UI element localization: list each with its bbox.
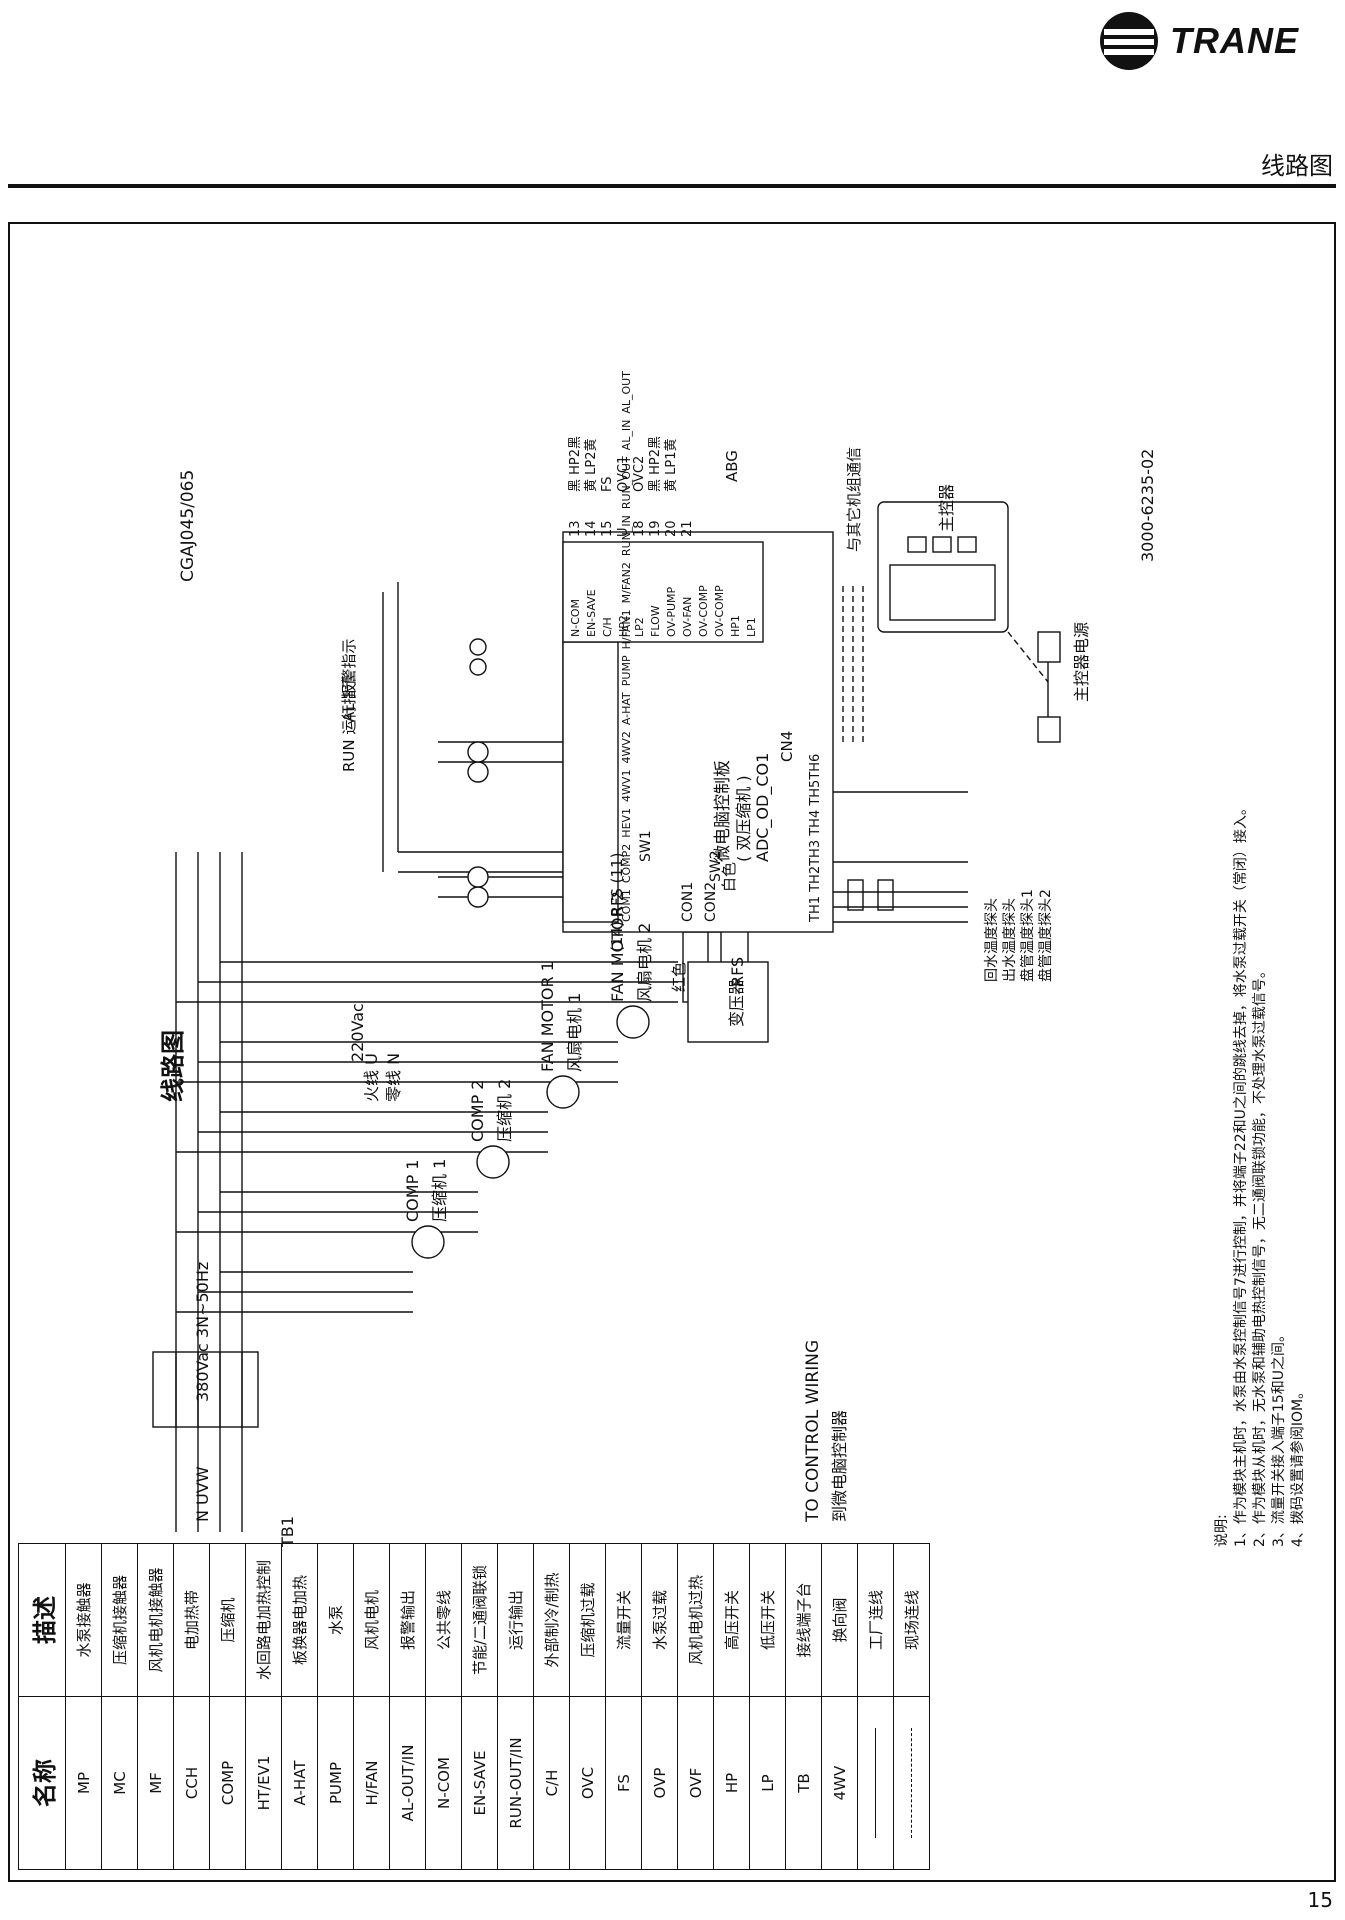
right-terminal-label: OV-COMP bbox=[697, 585, 710, 637]
sw2-label: SW2 bbox=[708, 850, 724, 882]
diagram-frame bbox=[8, 222, 1336, 1882]
comm-label: 与其它机组通信 bbox=[845, 446, 863, 552]
con1-label: CON1 bbox=[680, 881, 696, 922]
sensor-label: 出水温度探头 bbox=[1002, 898, 1018, 982]
board-terminal-label: A-HAT bbox=[620, 692, 633, 726]
trane-logo-icon bbox=[1100, 12, 1158, 70]
terminal-number: U bbox=[616, 527, 631, 537]
controller-label: 主控器 bbox=[937, 483, 956, 532]
wire-reference: FS bbox=[600, 476, 615, 492]
terminal-number: 18 bbox=[632, 520, 647, 537]
sensor-label: 回水温度探头 bbox=[984, 898, 1000, 982]
brand-name: TRANE bbox=[1170, 20, 1299, 61]
terminal-number: 13 bbox=[568, 520, 583, 537]
note-item: 3、流量开关接入端子15和U之间。 bbox=[1271, 1328, 1287, 1547]
wiring-diagram bbox=[152, 501, 1061, 1532]
board-model: ADC_OD_CO1 bbox=[753, 752, 772, 862]
board-terminal-label: 4WV2 bbox=[620, 731, 633, 764]
controller-power-label: 主控器电源 bbox=[1072, 621, 1091, 702]
fan1-label-en: FAN MOTOR 1 bbox=[538, 961, 557, 1072]
right-terminal-label: OV-COMP bbox=[713, 585, 726, 637]
supply-terminals: N UVW bbox=[193, 1466, 212, 1522]
comp2-label-cn: 压缩机 2 bbox=[495, 1078, 514, 1142]
wire-reference: OVC2 bbox=[632, 455, 647, 492]
comp1-label-cn: 压缩机 1 bbox=[430, 1158, 449, 1222]
to-control-en: TO CONTROL WIRING bbox=[803, 1339, 823, 1522]
right-terminal-label: C/H bbox=[601, 617, 614, 637]
notes-title: 说明: bbox=[1214, 1514, 1230, 1547]
note-item: 1、作为模块主机时，水泵由水泵控制信号7进行控制，并将端子22和U之间的跳线去掉… bbox=[1233, 801, 1249, 1547]
right-terminal-label: HP2 bbox=[617, 615, 630, 637]
board-terminal-label: AL_OUT bbox=[620, 371, 633, 414]
wire-reference: 黄 LP2黄 bbox=[584, 438, 599, 493]
right-terminal-label: N-COM bbox=[569, 598, 582, 637]
right-terminal-label: EN-SAVE bbox=[585, 589, 598, 637]
wire-reference: 黑 HP2黑 bbox=[648, 435, 663, 492]
board-terminal-label: COM1 bbox=[620, 889, 633, 922]
comp1-label-en: COMP 1 bbox=[403, 1159, 422, 1222]
right-terminal-label: OV-FAN bbox=[681, 596, 694, 637]
board-terminal-label: COMP2 bbox=[620, 843, 633, 884]
fan1-label-cn: 风扇电机 1 bbox=[565, 992, 584, 1072]
terminal-number: 19 bbox=[648, 520, 663, 537]
wire-reference: OVC1 bbox=[616, 455, 631, 492]
terminal-number: 20 bbox=[664, 520, 679, 537]
wire-reference: 黑 HP2黑 bbox=[568, 435, 583, 492]
comp2-label-en: COMP 2 bbox=[468, 1079, 487, 1142]
board-sub: ( 双压缩机 ) bbox=[734, 775, 753, 862]
main-controller bbox=[877, 501, 1061, 743]
to-control-cn: 到微电脑控制器 bbox=[830, 1409, 849, 1522]
th-labels: TH1 TH2TH3 TH4 TH5TH6 bbox=[808, 753, 823, 922]
terminal-number: 15 bbox=[600, 520, 615, 537]
right-terminal-label: FLOW bbox=[649, 605, 662, 637]
cn4-label: CN4 bbox=[778, 730, 796, 762]
motor-branches bbox=[176, 961, 678, 1313]
temperature-probes bbox=[833, 791, 968, 923]
transformer-label: 变压器 bbox=[727, 978, 746, 1027]
right-terminal-label: OV-PUMP bbox=[665, 586, 678, 637]
sensor-label: 盘管温度探头1 bbox=[1020, 889, 1036, 982]
drawing-number: 3000-6235-02 bbox=[1138, 448, 1157, 562]
notes-block: 说明: 1、作为模块主机时，水泵由水泵控制信号7进行控制，并将端子22和U之间的… bbox=[1213, 801, 1308, 1547]
header-divider bbox=[8, 184, 1336, 188]
sensor-label: 盘管温度探头2 bbox=[1038, 889, 1054, 982]
diagram-title: 线路图 bbox=[159, 1030, 187, 1102]
board-terminal-label: 4WV1 bbox=[620, 769, 633, 802]
terminal-number: 21 bbox=[680, 520, 695, 537]
note-item: 2、作为模块从机时，无水泵和辅助电热控制信号，无二通阀联锁功能，不处理水泵过载信… bbox=[1252, 964, 1268, 1547]
right-terminal-label: HP1 bbox=[729, 615, 742, 637]
page-number: 15 bbox=[1307, 1888, 1333, 1912]
fan2-label-cn: 风扇电机 2 bbox=[635, 922, 654, 1002]
terminal-number: 14 bbox=[584, 520, 599, 537]
wire-reference: 黄 LP1黄 bbox=[664, 438, 679, 493]
trane-logo: TRANE bbox=[1100, 12, 1330, 70]
page-title: 线路图 bbox=[1261, 152, 1333, 180]
con2-label: CON2 bbox=[703, 881, 719, 922]
right-terminal-strip bbox=[562, 541, 764, 643]
sw1-label: SW1 bbox=[638, 830, 654, 862]
comm-wires bbox=[842, 582, 864, 742]
transformer bbox=[687, 922, 769, 1043]
alarm-indicator-label: AL 报警指示 bbox=[340, 638, 358, 722]
neutral-label: 零线 N bbox=[384, 1052, 403, 1102]
live-label: 火线 U bbox=[362, 1053, 381, 1102]
red-wire-label: 红色 bbox=[670, 961, 688, 992]
board-terminal-label: PUMP bbox=[620, 655, 633, 687]
board-terminal-label: HEV1 bbox=[620, 807, 633, 838]
cn4-abg-label: ABG bbox=[723, 450, 741, 482]
board-loads bbox=[438, 638, 563, 908]
model-number: CGAJ045/065 bbox=[178, 469, 198, 582]
right-terminal-label: LP1 bbox=[745, 617, 758, 637]
tb1-label: TB1 bbox=[278, 1516, 297, 1547]
supply-voltage: 380Vac 3N~50Hz bbox=[193, 1261, 212, 1402]
right-terminal-label: LP2 bbox=[633, 617, 646, 637]
note-item: 4、拨码设置请参阅IOM。 bbox=[1290, 1384, 1306, 1547]
